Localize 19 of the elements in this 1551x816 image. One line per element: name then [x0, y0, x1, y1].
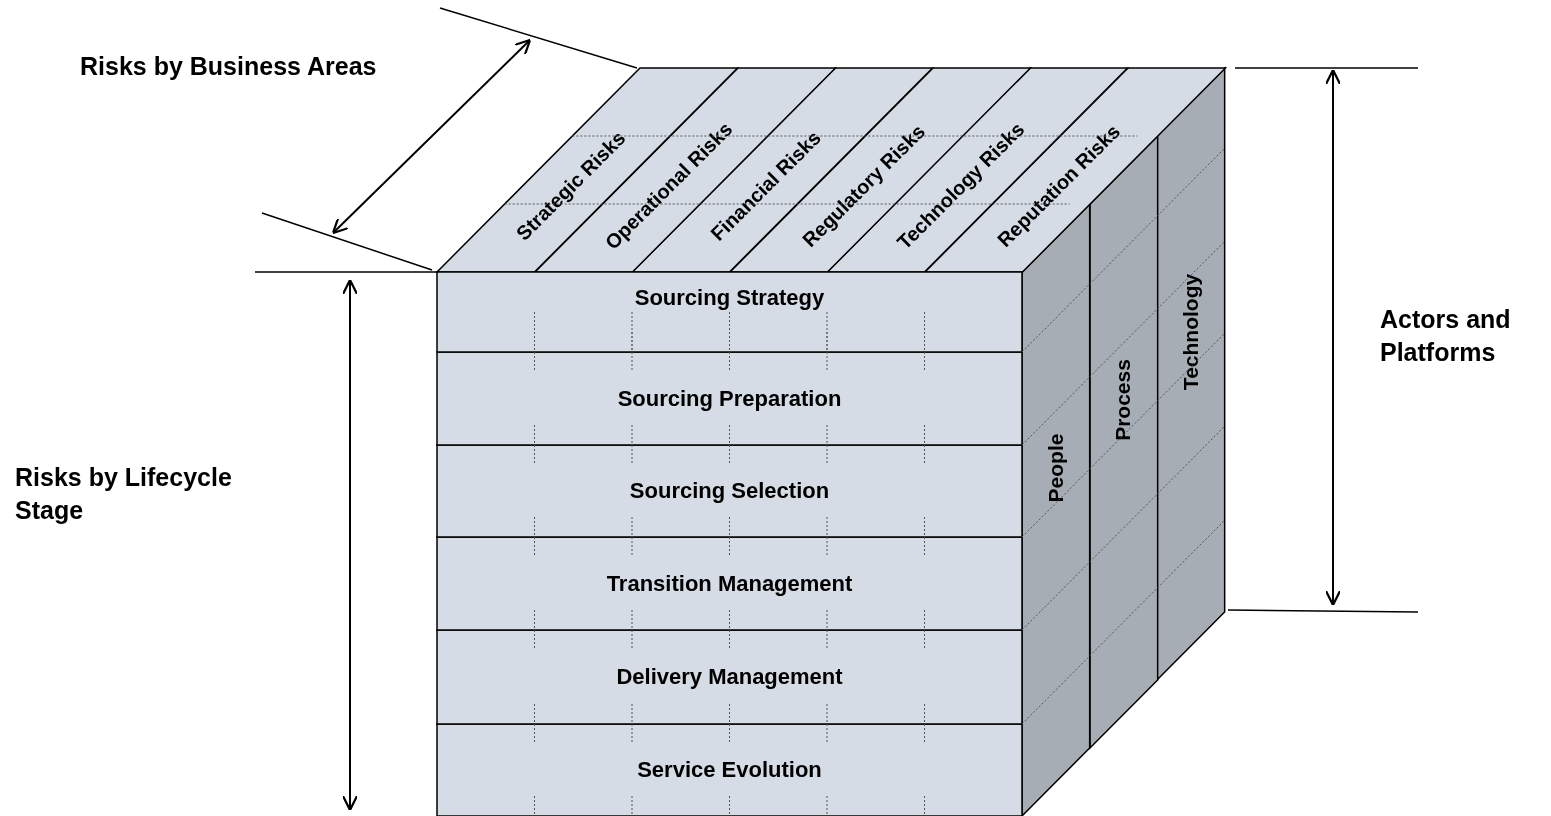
stage-band: [437, 445, 1022, 537]
stage-band: [437, 352, 1022, 445]
stage-label: Service Evolution: [637, 757, 822, 783]
actor-strip: [1157, 68, 1225, 680]
stage-label: Sourcing Selection: [629, 478, 830, 504]
stage-label: Delivery Management: [616, 664, 843, 690]
actor-label: Process: [1111, 359, 1136, 441]
actor-label: Technology: [1179, 273, 1204, 391]
stage-band: [437, 537, 1022, 630]
stage-band: [437, 630, 1022, 724]
stage-band: [437, 272, 1022, 352]
stage-label: Sourcing Strategy: [634, 285, 825, 311]
stage-label: Sourcing Preparation: [617, 385, 842, 412]
stage-label: Transition Management: [606, 570, 853, 597]
axis-label: Risks by Business Areas: [80, 51, 378, 82]
axis-label: Risks by Lifecycle Stage: [15, 462, 233, 526]
stage-band: [437, 724, 1022, 816]
actor-label: People: [1043, 433, 1068, 503]
axis-label: Actors and Platforms: [1380, 304, 1512, 368]
